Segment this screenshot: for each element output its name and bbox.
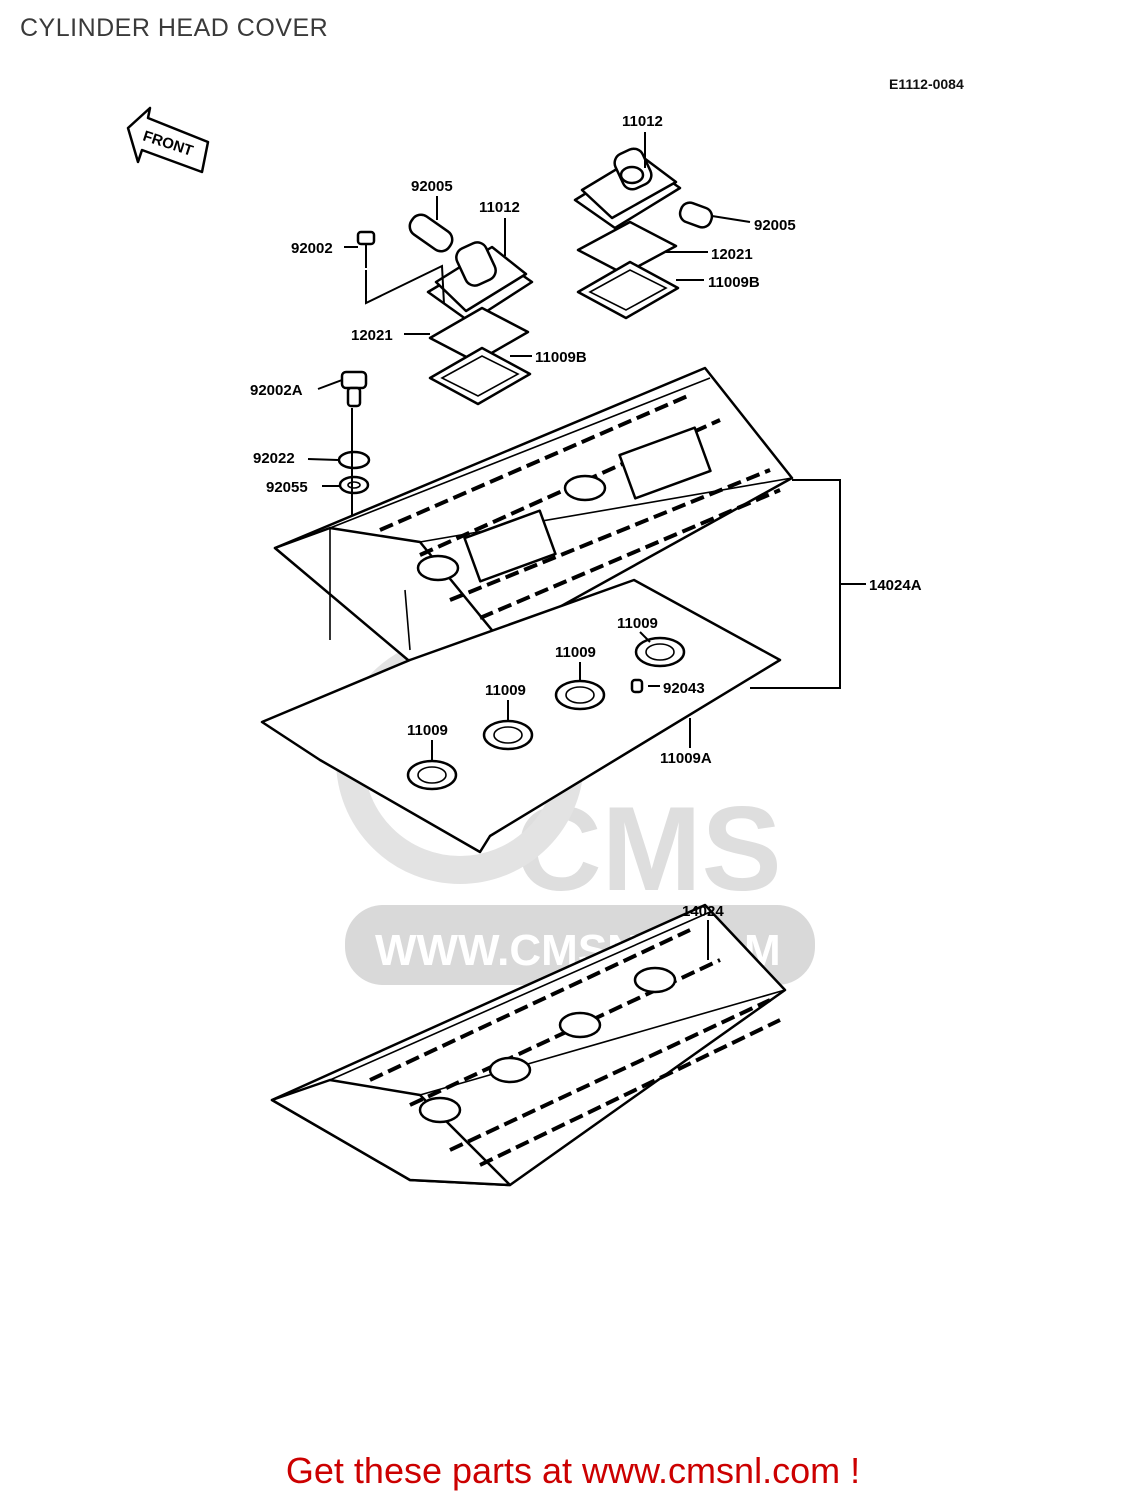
callout-11009a: 11009A: [660, 750, 712, 767]
callout-92022: 92022: [253, 450, 295, 467]
reed-plate-left: [428, 306, 530, 364]
bolt-92002: [356, 230, 445, 305]
callout-11012-left: 11012: [479, 199, 520, 216]
diagram-code: E1112-0084: [889, 76, 964, 92]
gasket-top: [576, 260, 680, 320]
callout-11009-c: 11009: [485, 682, 526, 699]
shop-link-text[interactable]: Get these parts at www.cmsnl.com !: [285, 1450, 861, 1491]
callout-14024: 14024: [682, 903, 724, 920]
callout-11012-top: 11012: [622, 113, 663, 130]
shop-link-banner[interactable]: Get these parts at www.cmsnl.com !: [0, 1450, 1146, 1492]
callout-11009-a: 11009: [617, 615, 658, 632]
breather-pipe-left: [408, 213, 454, 253]
callout-92005-left: 92005: [411, 178, 453, 195]
cylinder-head-cover-assembly: [273, 366, 794, 664]
plug-seals: [406, 636, 686, 791]
callout-92002a: 92002A: [250, 382, 303, 399]
callout-11009-d: 11009: [407, 722, 448, 739]
breather-cover-top: [573, 147, 682, 230]
callout-12021-right: 12021: [711, 246, 753, 263]
callout-11009b-right: 11009B: [708, 274, 760, 291]
reed-plate-top: [576, 220, 678, 276]
callout-92043: 92043: [663, 680, 705, 697]
callout-92055: 92055: [266, 479, 308, 496]
callout-12021-left: 12021: [351, 327, 393, 344]
page-title: CYLINDER HEAD COVER: [20, 14, 329, 42]
callout-11009b-left: 11009B: [535, 349, 587, 366]
part-callouts: 11012 92005 11012 92002 92005 12021 1100…: [250, 113, 922, 920]
bolt-92002a: [337, 370, 371, 530]
washer-92022: [337, 450, 371, 470]
callout-92002: 92002: [291, 240, 333, 257]
cylinder-head-cover: [270, 903, 787, 1187]
leader-lines: [307, 132, 866, 960]
breather-cover-left: [426, 241, 534, 324]
front-direction-arrow: FRONT: [126, 106, 210, 174]
callout-11009-b: 11009: [555, 644, 596, 661]
breather-pipe-right: [678, 201, 714, 229]
gasket-left: [428, 346, 532, 406]
callout-14024a: 14024A: [869, 577, 922, 594]
dowel-92043: [630, 678, 644, 694]
callout-92005-right: 92005: [754, 217, 796, 234]
